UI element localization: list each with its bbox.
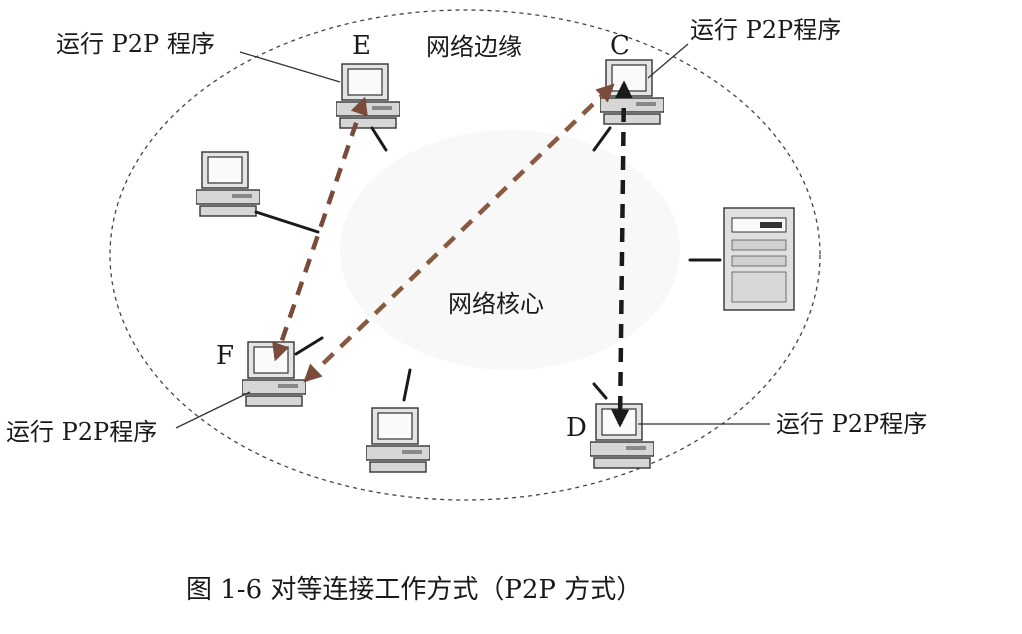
leader-c bbox=[647, 43, 689, 79]
node-f-label: F bbox=[216, 341, 234, 371]
network-edge-boundary bbox=[109, 9, 821, 501]
access-link-f bbox=[294, 336, 324, 356]
p2p-link-c-d bbox=[611, 80, 633, 428]
p2p-link-e-f bbox=[272, 96, 368, 362]
host-c-computer bbox=[600, 59, 664, 125]
network-edge-label: 网络边缘 bbox=[426, 33, 522, 61]
run-p2p-label-f: 运行 P2P程序 bbox=[6, 418, 157, 446]
access-link-left bbox=[254, 210, 320, 234]
host-d-computer bbox=[590, 403, 654, 469]
leader-f bbox=[175, 391, 251, 429]
network-core-label: 网络核心 bbox=[448, 290, 544, 318]
node-d-label: D bbox=[566, 413, 587, 443]
access-link-bottom bbox=[402, 368, 412, 402]
leader-e bbox=[239, 51, 341, 83]
host-e-computer bbox=[336, 63, 400, 129]
server-icon bbox=[723, 207, 795, 311]
figure-caption: 图 1-6 对等连接工作方式（P2P 方式） bbox=[186, 575, 642, 605]
host-left-computer bbox=[196, 151, 260, 217]
run-p2p-label-e: 运行 P2P 程序 bbox=[56, 30, 215, 58]
access-link-e bbox=[370, 126, 388, 152]
node-c-label: C bbox=[610, 31, 630, 61]
run-p2p-label-c: 运行 P2P程序 bbox=[690, 16, 841, 44]
run-p2p-label-d: 运行 P2P程序 bbox=[776, 410, 927, 438]
node-e-label: E bbox=[352, 31, 371, 61]
access-link-d bbox=[592, 382, 608, 400]
host-bottom-computer bbox=[366, 407, 430, 473]
host-f-computer bbox=[242, 341, 306, 407]
access-link-c bbox=[592, 126, 612, 152]
network-core-cloud bbox=[340, 130, 680, 370]
